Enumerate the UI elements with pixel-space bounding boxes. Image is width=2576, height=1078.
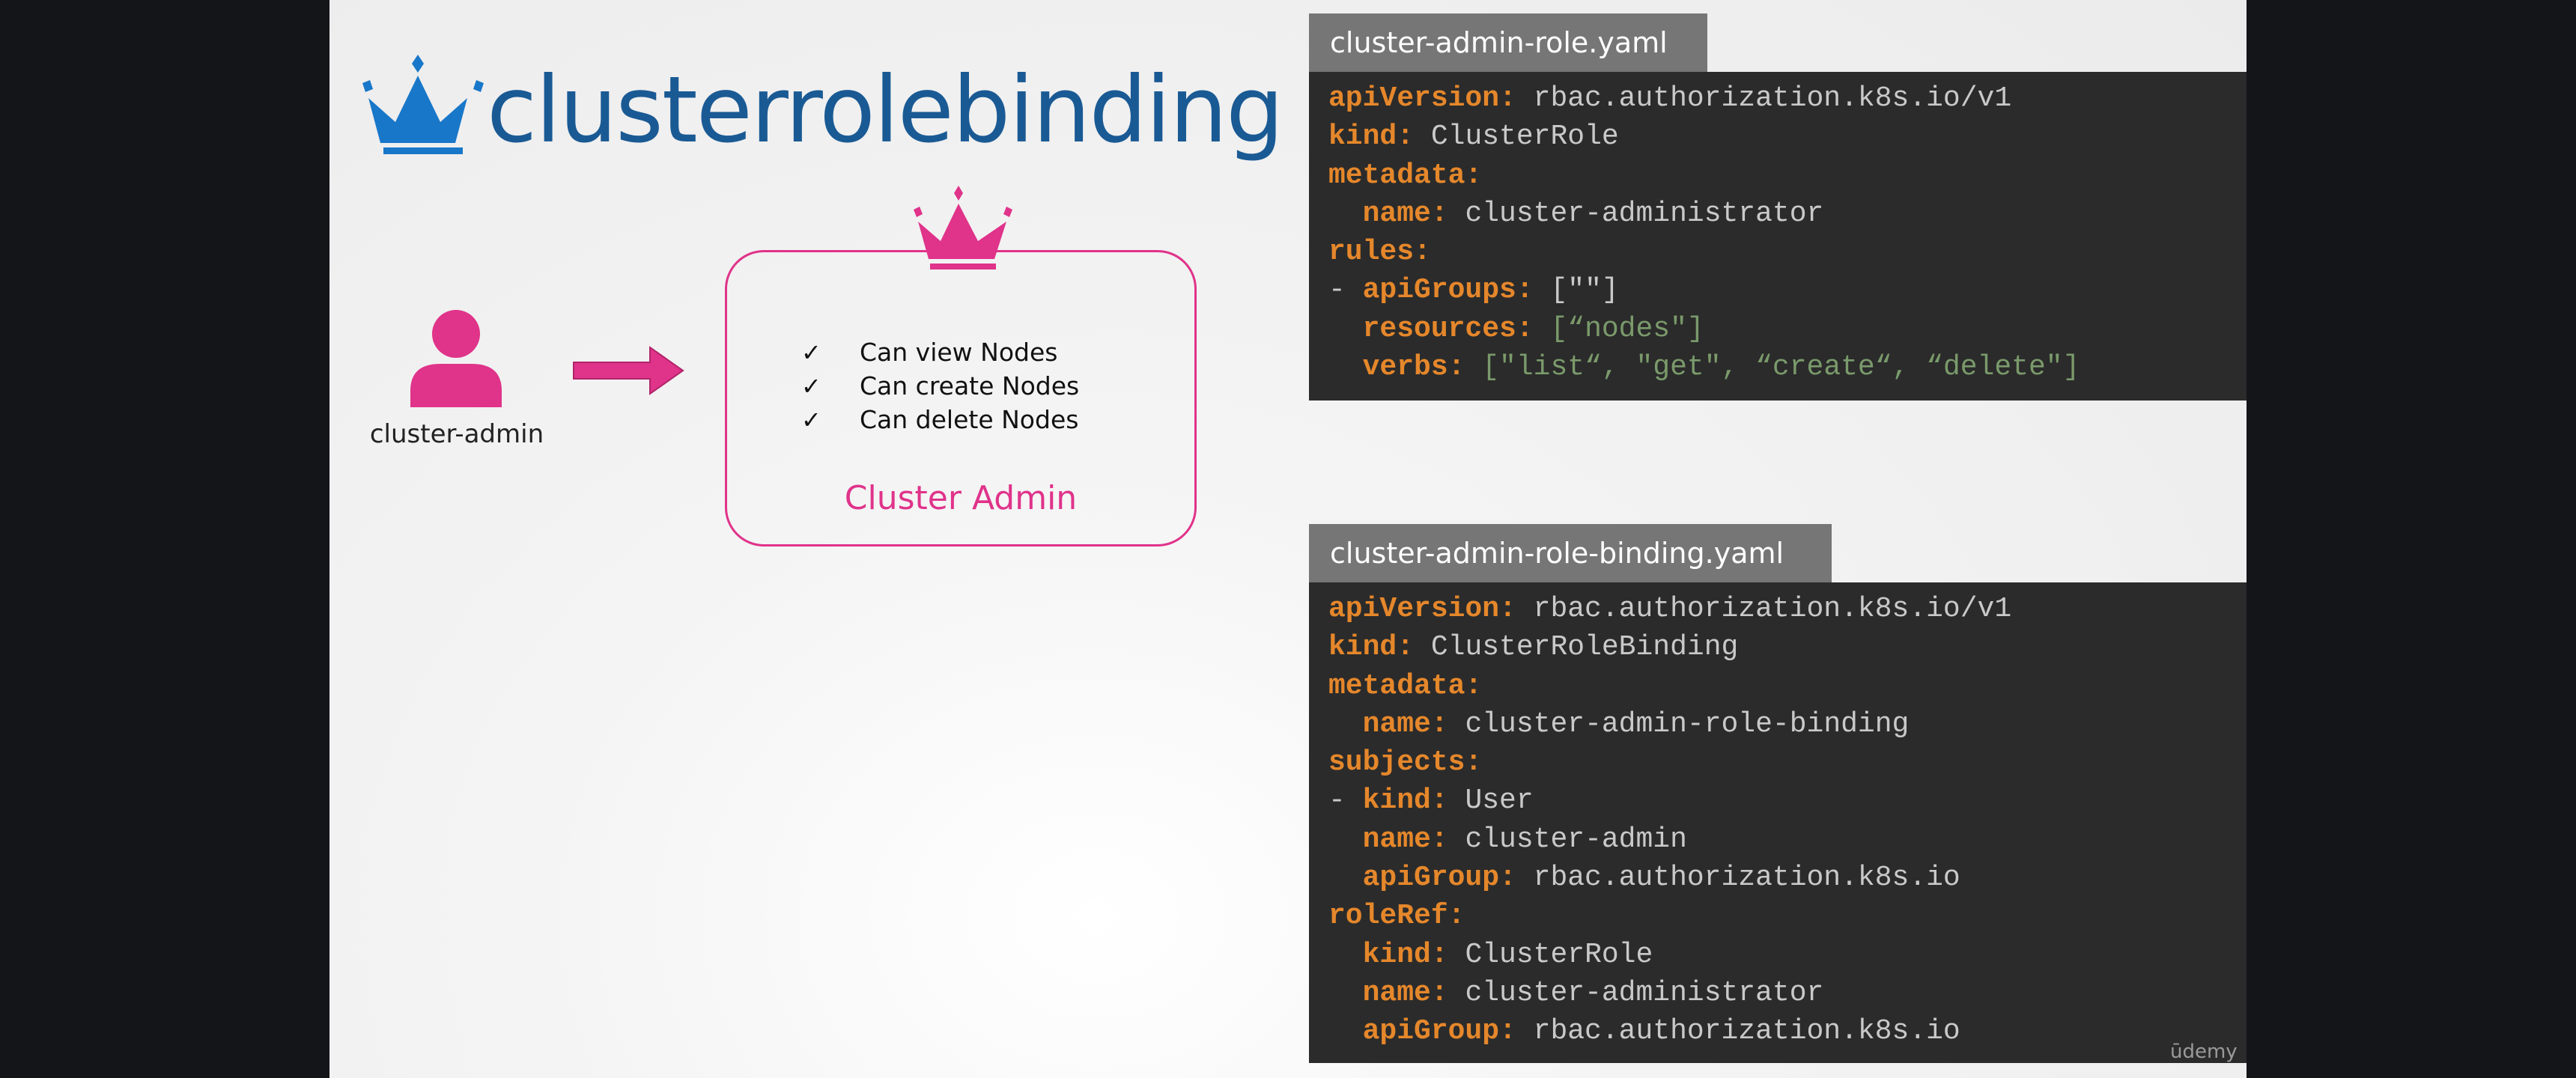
code-line: name: cluster-admin-role-binding — [1362, 707, 1910, 740]
check-icon: ✓ — [801, 371, 821, 401]
title-row: clusterrolebinding — [359, 46, 1284, 174]
permission-item: ✓ Can create Nodes — [801, 369, 1079, 403]
permission-item: ✓ Can view Nodes — [801, 335, 1079, 369]
code-line: kind: ClusterRole — [1362, 938, 1653, 971]
code-line: verbs: ["list“, "get", “create“, “delete… — [1362, 351, 2080, 384]
role-code-block: apiVersion: rbac.authorization.k8s.io/v1… — [1309, 72, 2247, 401]
code-line: - kind: User — [1328, 785, 1534, 817]
code-line: name: cluster-administrator — [1362, 976, 1824, 1009]
permission-label: Can delete Nodes — [860, 405, 1079, 434]
arrow-icon — [573, 346, 684, 395]
code-line: roleRef: — [1328, 900, 1465, 933]
code-line: metadata: — [1328, 669, 1483, 702]
code-line: apiVersion: rbac.authorization.k8s.io/v1 — [1328, 82, 2012, 115]
code-line: kind: ClusterRole — [1328, 121, 1619, 153]
binding-code-block: apiVersion: rbac.authorization.k8s.io/v1… — [1309, 582, 2247, 1063]
code-line: subjects: — [1328, 746, 1483, 779]
crown-icon — [362, 55, 484, 154]
permission-list: ✓ Can view Nodes ✓ Can create Nodes ✓ Ca… — [801, 335, 1079, 436]
code-line: rules: — [1328, 236, 1431, 269]
code-line: - apiGroups: [""] — [1328, 274, 1619, 307]
code-line: resources: [“nodes"] — [1362, 312, 1704, 345]
permission-label: Can view Nodes — [860, 338, 1058, 367]
permission-item: ✓ Can delete Nodes — [801, 403, 1079, 436]
permission-label: Can create Nodes — [860, 371, 1080, 401]
person-icon — [410, 310, 502, 407]
code-line: name: cluster-administrator — [1362, 197, 1824, 230]
user-label: cluster-admin — [369, 419, 544, 449]
code-line: name: cluster-admin — [1362, 823, 1687, 856]
role-file-tab: cluster-admin-role.yaml — [1309, 13, 1707, 72]
code-line: kind: ClusterRoleBinding — [1328, 631, 1739, 664]
page-title: clusterrolebinding — [487, 57, 1284, 163]
crown-icon — [914, 186, 1012, 270]
code-line: apiGroup: rbac.authorization.k8s.io — [1362, 862, 1960, 895]
role-name: Cluster Admin — [844, 479, 1078, 517]
slide: clusterrolebinding cluster-admin ✓ Can v… — [329, 0, 2247, 1078]
code-line: apiGroup: rbac.authorization.k8s.io — [1362, 1015, 1960, 1048]
check-icon: ✓ — [801, 338, 821, 367]
binding-file-tab: cluster-admin-role-binding.yaml — [1309, 524, 1832, 582]
code-line: apiVersion: rbac.authorization.k8s.io/v1 — [1328, 593, 2012, 625]
check-icon: ✓ — [801, 405, 821, 434]
udemy-watermark: ūdemy — [2170, 1041, 2238, 1063]
code-line: metadata: — [1328, 159, 1483, 192]
